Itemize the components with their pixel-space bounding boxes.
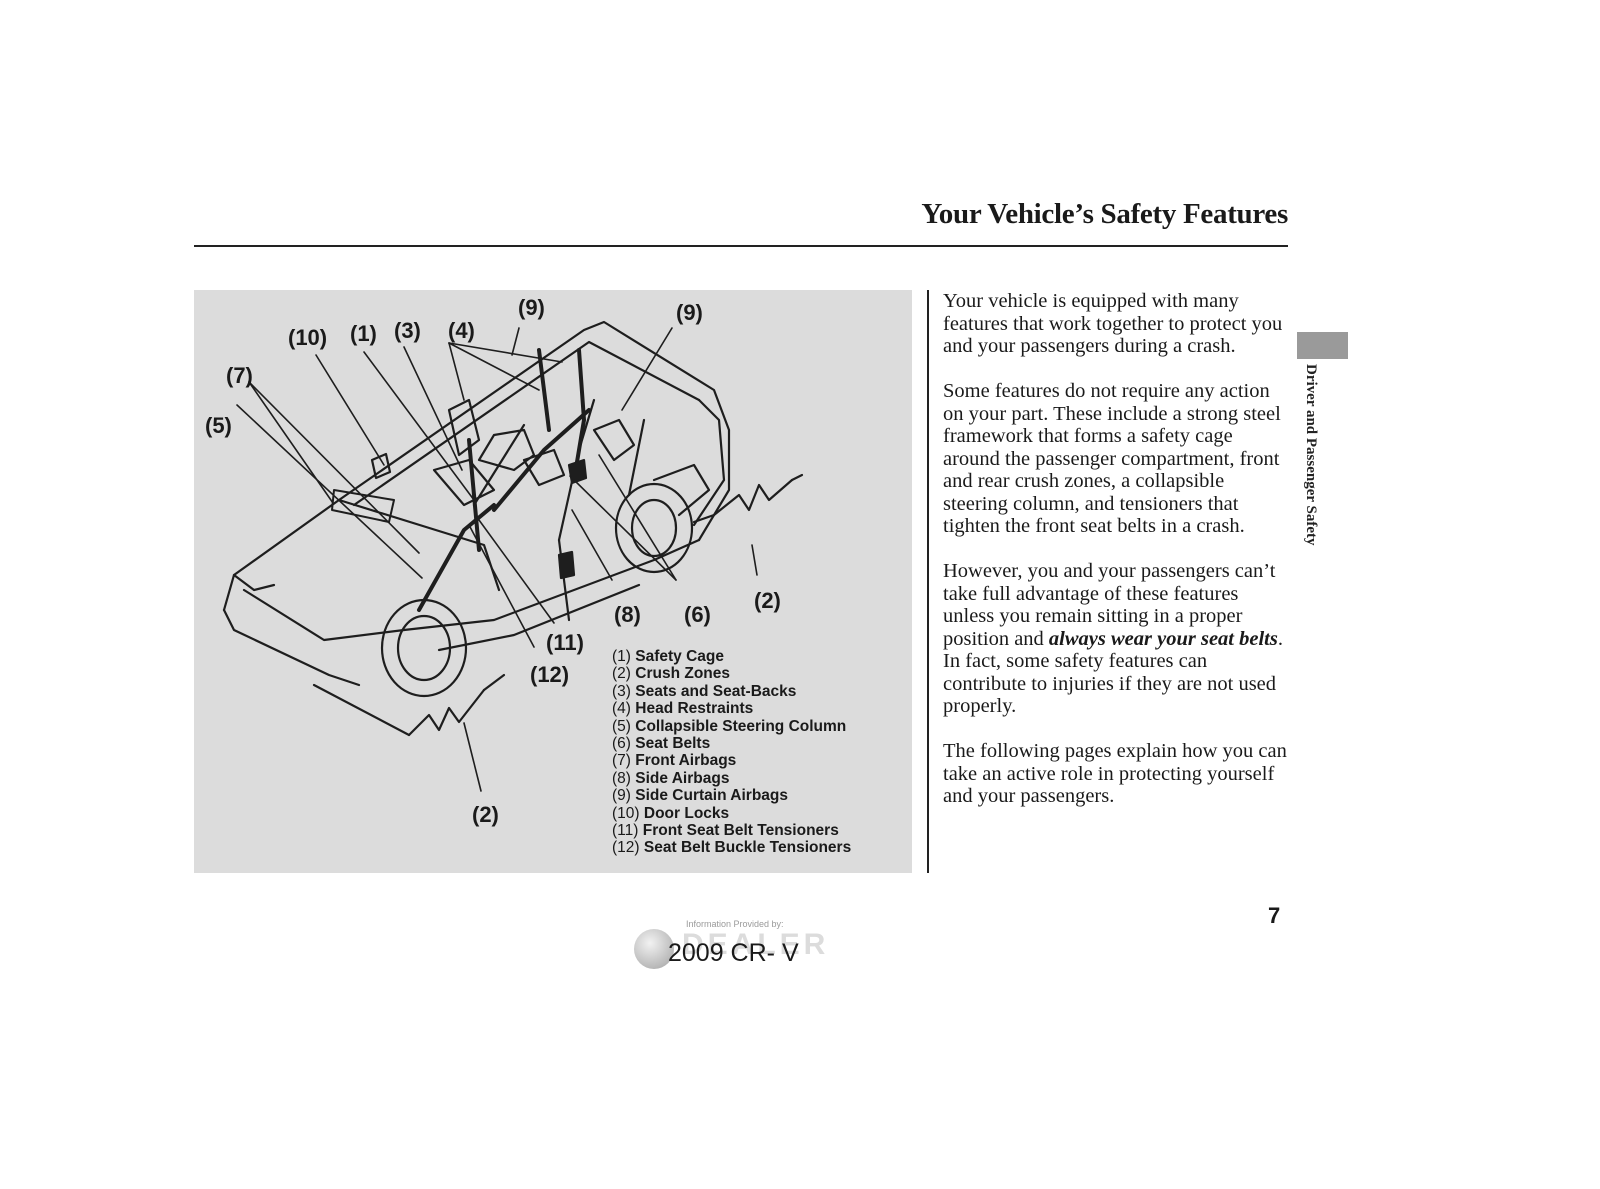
page-title: Your Vehicle’s Safety Features	[921, 198, 1288, 230]
callout-8: (8)	[614, 602, 641, 627]
legend-item: (3) Seats and Seat-Backs	[612, 682, 797, 700]
callout-11: (11)	[546, 630, 584, 655]
emphasis-always-wear: always wear your seat belts	[1048, 627, 1278, 650]
paragraph-following-pages: The following pages explain how you can …	[943, 740, 1287, 807]
legend-item: (11) Front Seat Belt Tensioners	[612, 821, 839, 839]
callout-4: (4)	[448, 318, 475, 343]
dealer-watermark: DEALER Information Provided by: 2009 CR-…	[634, 919, 874, 979]
watermark-credit: Information Provided by:	[686, 919, 784, 929]
title-rule	[194, 245, 1288, 247]
callout-12: (12)	[530, 662, 570, 687]
legend-item: (12) Seat Belt Buckle Tensioners	[612, 839, 852, 857]
section-tab-label: Driver and Passenger Safety	[1303, 364, 1319, 546]
legend-item: (5) Collapsible Steering Column	[612, 717, 847, 735]
callout-10: (10)	[288, 325, 328, 350]
legend-item: (8) Side Airbags	[612, 769, 730, 787]
paragraph-intro: Your vehicle is equipped with many featu…	[943, 290, 1283, 357]
legend-item: (7) Front Airbags	[612, 752, 737, 770]
section-tab-marker	[1297, 332, 1348, 359]
callout-3: (3)	[394, 318, 421, 343]
safety-features-figure: (10) (1) (3) (4) (9) (9) (7) (5) (8) (6)…	[194, 290, 912, 873]
legend-item: (2) Crush Zones	[612, 665, 730, 683]
legend-item: (6) Seat Belts	[612, 734, 711, 752]
callout-2-front: (2)	[472, 802, 499, 827]
callout-1: (1)	[350, 321, 377, 346]
model-label: 2009 CR- V	[668, 939, 799, 967]
paragraph-seat-belts: However, you and your passengers can’t t…	[943, 560, 1283, 717]
column-divider	[927, 290, 929, 873]
callout-6: (6)	[684, 602, 711, 627]
callout-5: (5)	[205, 413, 232, 438]
body-text: Your vehicle is equipped with many featu…	[943, 290, 1288, 830]
legend-item: (4) Head Restraints	[612, 700, 754, 718]
watermark-brand: DEALER	[682, 928, 830, 961]
page-number: 7	[1268, 903, 1281, 928]
dealer-logo-icon	[634, 929, 674, 969]
legend-item: (1) Safety Cage	[612, 648, 724, 665]
callout-9-roof: (9)	[518, 295, 545, 320]
feature-legend: (1) Safety Cage (2) Crush Zones (3) Seat…	[612, 648, 851, 857]
callout-9-side: (9)	[676, 300, 703, 325]
legend-item: (10) Door Locks	[612, 804, 730, 822]
callout-2-rear: (2)	[754, 588, 781, 613]
paragraph-passive-features: Some features do not require any action …	[943, 380, 1281, 537]
callout-7: (7)	[226, 363, 253, 388]
vehicle-illustration	[222, 320, 804, 792]
legend-item: (9) Side Curtain Airbags	[612, 787, 788, 805]
